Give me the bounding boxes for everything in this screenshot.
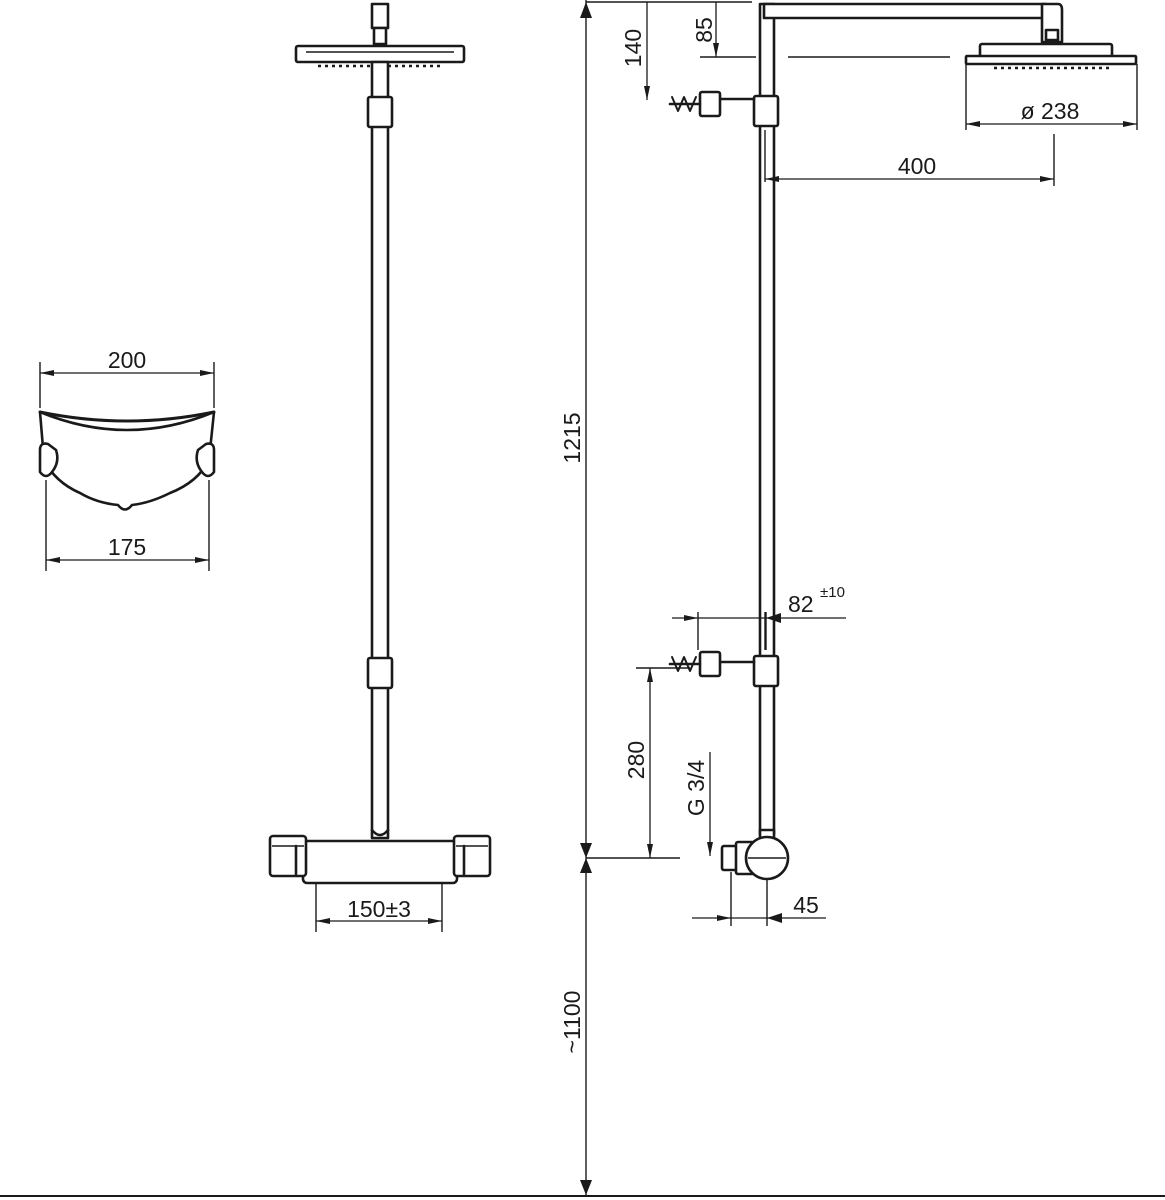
dim-82-label: 82 bbox=[788, 591, 814, 617]
side-thermostat-valve bbox=[720, 828, 790, 881]
dim-238-label: ø 238 bbox=[1021, 98, 1080, 124]
dim-82-tolerance: ±10 bbox=[820, 584, 845, 601]
front-right-knob bbox=[452, 834, 492, 878]
front-shower-head bbox=[294, 44, 466, 64]
side-riser-pipe bbox=[758, 2, 776, 836]
front-lower-bracket bbox=[366, 656, 394, 690]
thread-label: G 3/4 bbox=[683, 760, 709, 816]
front-upper-bracket bbox=[366, 95, 394, 129]
front-thermostat-body bbox=[301, 839, 459, 885]
handset-holder-view: 200 175 bbox=[38, 347, 216, 571]
dim-175-label: 175 bbox=[108, 534, 146, 560]
front-riser-pipe bbox=[370, 60, 390, 840]
side-view: 1215 ~1100 140 85 bbox=[559, 0, 1138, 1196]
dim-280-label: 280 bbox=[623, 741, 649, 779]
dim-150-label: 150±3 bbox=[347, 896, 411, 922]
dim-1100-label: ~1100 bbox=[559, 991, 585, 1054]
holder-body bbox=[38, 410, 216, 511]
dim-400-label: 400 bbox=[898, 153, 936, 179]
side-shower-arm bbox=[762, 2, 1048, 20]
holder-right-clip bbox=[195, 442, 216, 478]
front-left-knob bbox=[268, 834, 308, 878]
dim-1215-label: 1215 bbox=[559, 412, 585, 463]
dim-85-label: 85 bbox=[691, 17, 717, 43]
dim-45-label: 45 bbox=[793, 892, 819, 918]
lower-wall-bracket bbox=[668, 650, 780, 688]
holder-left-clip bbox=[38, 442, 59, 478]
upper-wall-bracket bbox=[668, 90, 780, 128]
dim-140-label: 140 bbox=[620, 29, 646, 67]
dim-200-label: 200 bbox=[108, 347, 146, 373]
front-view: 150±3 bbox=[268, 2, 492, 932]
